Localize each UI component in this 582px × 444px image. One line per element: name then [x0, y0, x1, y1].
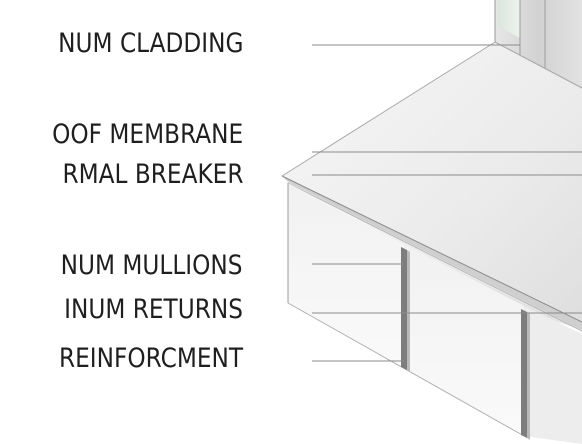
thermal-breaker-edge	[281, 175, 582, 332]
leader-lines	[312, 44, 582, 362]
label-aluminum-returns: INUM RETURNS	[64, 294, 243, 325]
label-reinforcement: REINFORCMENT	[58, 343, 243, 374]
roof-membrane-surface	[281, 41, 582, 330]
label-roof-membrane: OOF MEMBRANE	[51, 119, 243, 150]
label-aluminum-cladding: NUM CLADDING	[57, 28, 243, 59]
label-thermal-breaker: RMAL BREAKER	[61, 159, 243, 190]
aluminum-mullions	[401, 247, 530, 440]
fascia-panels	[287, 183, 582, 444]
label-aluminum-mullions: NUM MULLIONS	[61, 250, 243, 281]
